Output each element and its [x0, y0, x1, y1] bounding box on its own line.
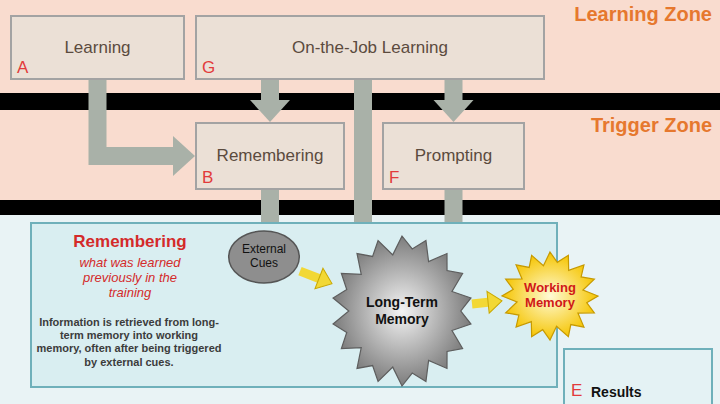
zone-label: Learning Zone [574, 3, 712, 26]
process-box: LearningA [10, 15, 185, 80]
text-holder: On-the-Job Learning [203, 38, 537, 58]
process-box: RememberingB [195, 122, 345, 190]
callout-letter: G [202, 59, 215, 76]
zone-label: Trigger Zone [591, 114, 712, 137]
callout-letter: B [202, 169, 213, 186]
text-holder: Working Memory [516, 281, 584, 311]
box-label: Remembering [217, 146, 324, 166]
box-label: Prompting [415, 146, 492, 166]
callout-letter: F [389, 169, 399, 186]
text-holder: what was learned previously in the train… [60, 256, 200, 301]
text-holder: E [571, 382, 582, 400]
text-holder: Remembering [40, 232, 220, 252]
memory-starburst: Long-Term Memory [332, 236, 472, 386]
text-holder: Prompting [390, 146, 517, 166]
starburst-label: Long-Term Memory [354, 294, 450, 326]
callout-letter: A [17, 59, 28, 76]
box-label: On-the-Job Learning [292, 38, 448, 58]
callout-letter: E [571, 382, 582, 399]
detail-panel: Remembering what was learned previously i… [30, 222, 558, 388]
starburst-shape [502, 252, 598, 340]
process-box: On-the-Job LearningG [195, 15, 545, 80]
panel-subtitle: what was learned previously in the train… [60, 256, 200, 301]
zone-band: Trigger ZoneRememberingBPromptingF [0, 110, 720, 200]
text-holder: F [389, 169, 399, 187]
memory-starburst: Working Memory [502, 252, 598, 340]
text-holder: Results [591, 383, 642, 401]
zone-band: Learning ZoneLearningAOn-the-Job Learnin… [0, 0, 720, 93]
box-label: Results [591, 385, 642, 399]
process-box: Results E [563, 348, 713, 404]
text-holder: External Cues [236, 243, 292, 270]
cue-ellipse: External Cues [228, 230, 300, 284]
ellipse-shape [229, 231, 300, 283]
text-holder: Learning [18, 38, 177, 58]
process-box: PromptingF [382, 122, 525, 190]
ellipse-label: External Cues [236, 243, 292, 269]
panel-heading: Remembering [73, 232, 186, 252]
text-holder: Remembering [203, 146, 337, 166]
starburst-shape [333, 236, 471, 386]
starburst-label: Working Memory [516, 281, 584, 311]
text-holder: Information is retrieved from long-term … [36, 316, 222, 370]
panel-body: Information is retrieved from long-term … [36, 316, 222, 369]
text-holder: A [17, 59, 28, 77]
text-holder: G [202, 59, 215, 77]
text-holder: B [202, 169, 213, 187]
box-label: Learning [64, 38, 130, 58]
text-holder: Long-Term Memory [354, 294, 450, 327]
